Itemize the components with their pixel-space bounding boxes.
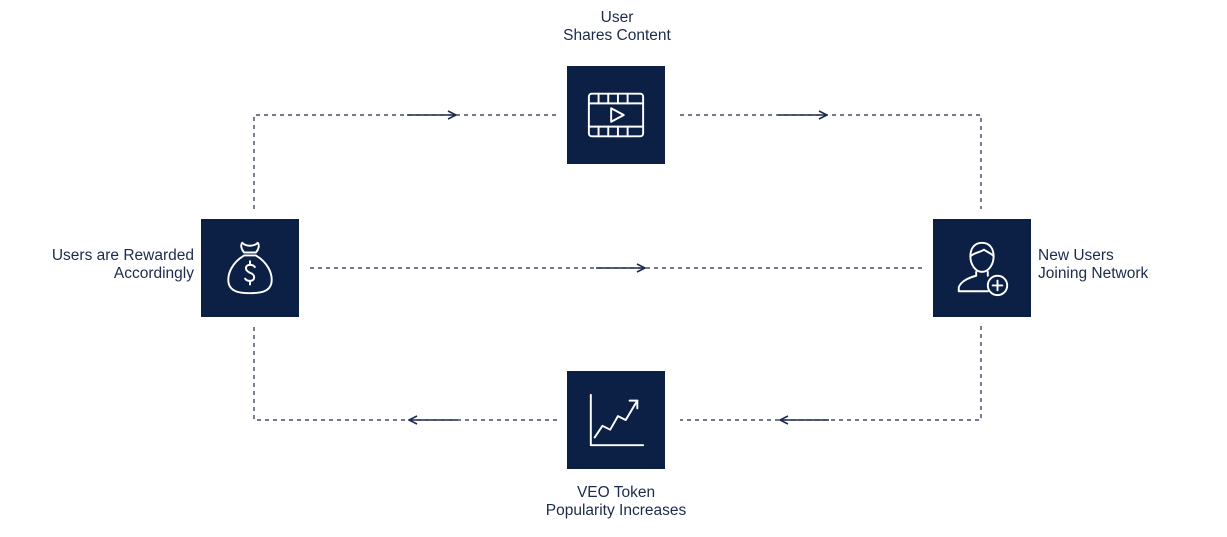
- trending-chart-icon: [589, 393, 645, 447]
- label-line: Shares Content: [563, 27, 671, 44]
- node-new-users: [933, 219, 1031, 317]
- connector-bottom-to-left: [253, 326, 557, 421]
- label-user-shares-content: User Shares Content: [517, 9, 717, 45]
- user-add-icon: [957, 241, 1009, 297]
- connector-right-to-bottom: [680, 326, 982, 421]
- connector-top-to-right: [680, 114, 982, 209]
- label-new-users: New Users Joining Network: [1038, 247, 1218, 283]
- money-bag-icon: [227, 241, 273, 295]
- label-line: VEO Token: [576, 484, 656, 501]
- label-line: Joining Network: [1038, 265, 1149, 282]
- label-line: New Users: [1038, 247, 1114, 264]
- label-line: Popularity Increases: [545, 502, 687, 519]
- label-line: Users are Rewarded: [51, 247, 194, 264]
- video-play-icon: [587, 92, 645, 138]
- node-token-popularity: [567, 371, 665, 469]
- label-token-popularity: VEO Token Popularity Increases: [496, 484, 736, 520]
- connector-left-to-top: [253, 114, 557, 209]
- node-share-content: [567, 66, 665, 164]
- label-line: Accordingly: [113, 265, 194, 282]
- node-reward: [201, 219, 299, 317]
- label-users-rewarded: Users are Rewarded Accordingly: [0, 247, 194, 283]
- label-line: User: [600, 9, 634, 26]
